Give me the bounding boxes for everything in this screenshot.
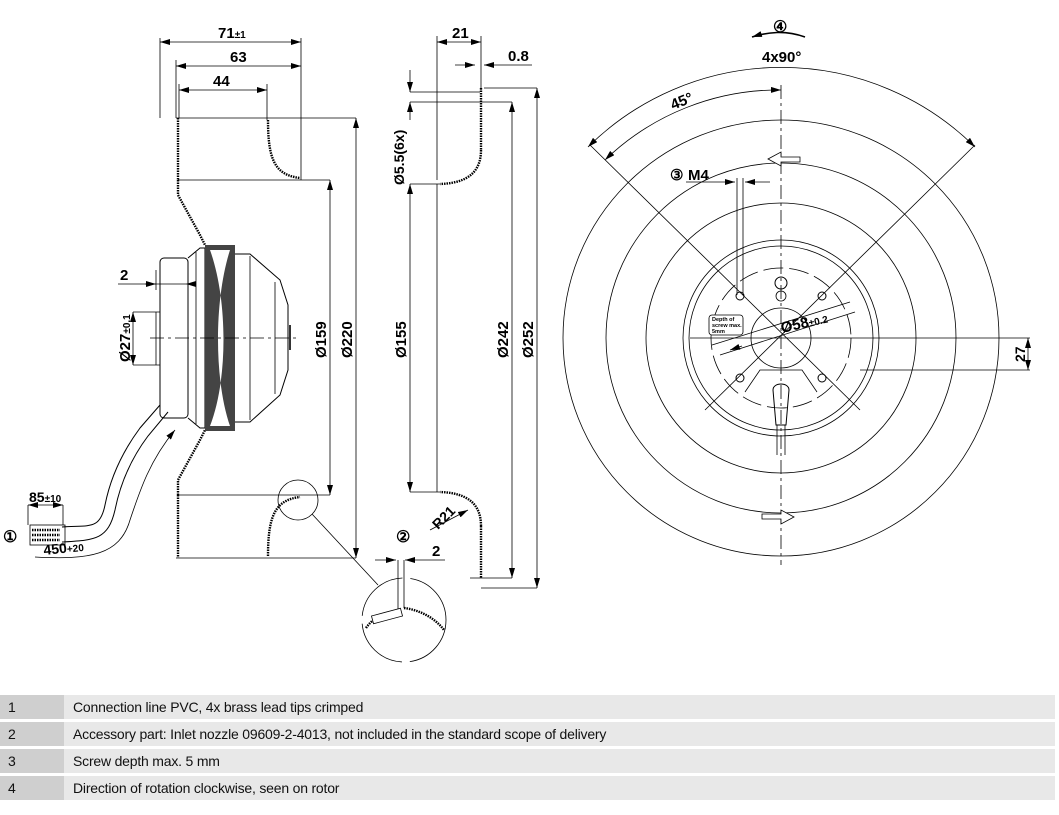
note-number: 4 bbox=[0, 776, 64, 800]
screw-hole bbox=[735, 291, 745, 301]
dim-71-label: 71±1 bbox=[218, 25, 246, 42]
dim-242-label: Ø242 bbox=[495, 321, 512, 358]
dim-5.5-label: Ø5.5(6x) bbox=[391, 130, 407, 185]
note-text: Accessory part: Inlet nozzle 09609-2-401… bbox=[64, 722, 1055, 746]
technical-drawing: 71±1 63 44 2 bbox=[3, 19, 1031, 663]
cable-lead-tips bbox=[29, 524, 66, 546]
front-view: 4x90° 45° ④ ③ M4 Depth of screw max. bbox=[562, 19, 1031, 565]
airflow-arrow-top bbox=[767, 151, 801, 167]
note-row: 3 Screw depth max. 5 mm bbox=[0, 749, 1055, 773]
dim-21-label: 21 bbox=[452, 25, 469, 42]
dim-2-side-label: 2 bbox=[120, 267, 128, 284]
note-text: Screw depth max. 5 mm bbox=[64, 749, 1055, 773]
dim-0.8-label: 0.8 bbox=[508, 48, 529, 65]
detail-circle bbox=[361, 577, 447, 663]
callout-2: ② bbox=[396, 529, 410, 546]
side-view: 71±1 63 44 2 bbox=[3, 25, 379, 586]
note-number: 3 bbox=[0, 749, 64, 773]
dim-220-label: Ø220 bbox=[339, 321, 356, 358]
cable bbox=[61, 404, 161, 528]
note-row: 4 Direction of rotation clockwise, seen … bbox=[0, 776, 1055, 800]
depth-note-line2: screw max. bbox=[712, 323, 742, 329]
note-number: 1 bbox=[0, 695, 64, 719]
dim-58-label: Ø58±0.2 bbox=[779, 309, 830, 336]
screw-hole bbox=[817, 291, 827, 301]
depth-note-box bbox=[708, 314, 744, 336]
rotation-arrow bbox=[751, 31, 806, 38]
thread-m4-label: M4 bbox=[688, 167, 709, 184]
depth-note-line1: Depth of bbox=[712, 317, 734, 323]
dim-159-label: Ø159 bbox=[313, 321, 330, 358]
depth-note-line3: 5mm bbox=[712, 329, 725, 335]
callout-3: ③ bbox=[670, 167, 683, 184]
note-row: 1 Connection line PVC, 4x brass lead tip… bbox=[0, 695, 1055, 719]
note-number: 2 bbox=[0, 722, 64, 746]
detail-marker-circle bbox=[277, 479, 319, 521]
screw-hole bbox=[817, 373, 827, 383]
note-text: Connection line PVC, 4x brass lead tips … bbox=[64, 695, 1055, 719]
dim-2-detail-label: 2 bbox=[432, 543, 440, 560]
angle-45-label: 45° bbox=[668, 89, 695, 113]
dim-450-label: 450+20 bbox=[43, 538, 85, 558]
airflow-arrow-bottom bbox=[761, 509, 795, 525]
dim-85-label: 85±10 bbox=[29, 489, 62, 505]
angle-4x90-label: 4x90° bbox=[762, 49, 801, 66]
callout-1: ① bbox=[3, 529, 17, 546]
dim-27-offset-label: 27 bbox=[1012, 346, 1028, 362]
dim-r21-label: R21 bbox=[429, 502, 459, 532]
dim-63-label: 63 bbox=[230, 49, 247, 66]
dim-252-label: Ø252 bbox=[520, 321, 537, 358]
note-text: Direction of rotation clockwise, seen on… bbox=[64, 776, 1055, 800]
dim-27-hub-label: Ø27±0.1 bbox=[117, 314, 134, 362]
dim-155-label: Ø155 bbox=[393, 321, 410, 358]
cable-exit bbox=[772, 383, 790, 426]
note-row: 2 Accessory part: Inlet nozzle 09609-2-4… bbox=[0, 722, 1055, 746]
nozzle-view: 21 0.8 Ø5.5(6x) Ø155 Ø242 Ø252 R2 bbox=[361, 25, 540, 663]
ground-symbol bbox=[774, 276, 788, 290]
callout-4: ④ bbox=[773, 19, 787, 36]
dim-44-label: 44 bbox=[213, 73, 230, 90]
screw-hole bbox=[735, 373, 745, 383]
notes-table: 1 Connection line PVC, 4x brass lead tip… bbox=[0, 695, 1055, 803]
